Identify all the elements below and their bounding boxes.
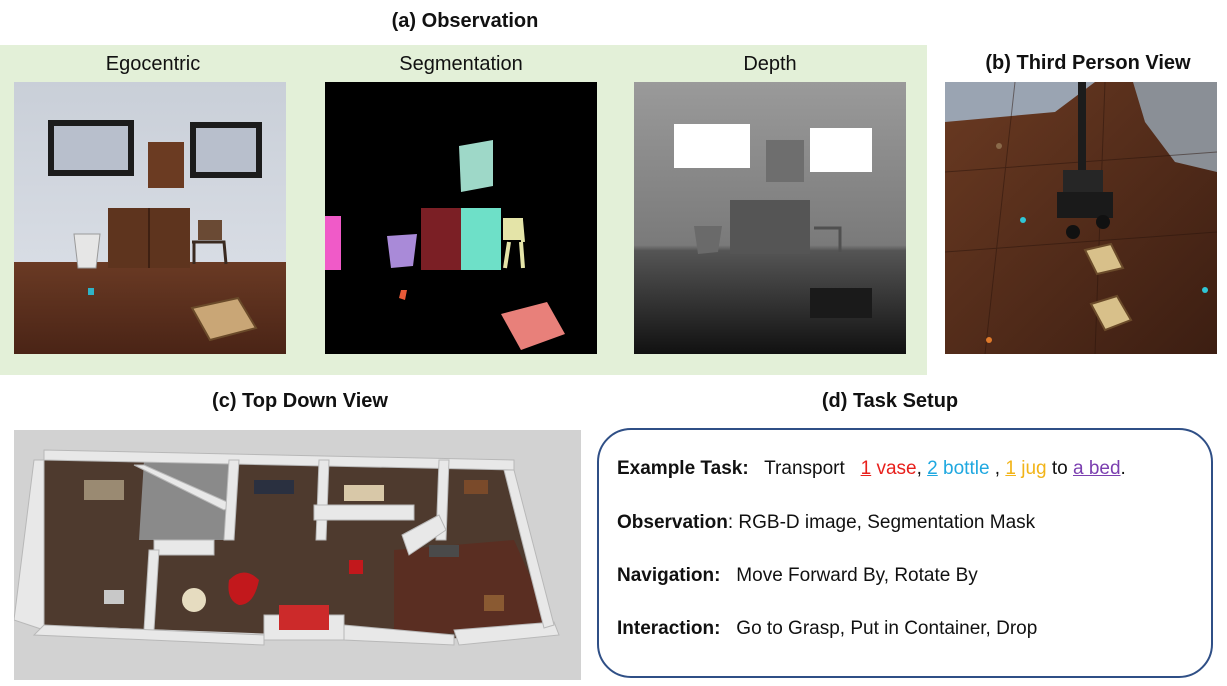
interaction-text: Go to Grasp, Put in Container, Drop bbox=[736, 618, 1038, 639]
bottle-word: bottle bbox=[943, 458, 990, 479]
interaction-line: Interaction: Go to Grasp, Put in Contain… bbox=[617, 618, 1037, 640]
end-period: . bbox=[1120, 458, 1126, 479]
to-word: to bbox=[1051, 458, 1068, 479]
segmentation-image bbox=[325, 82, 597, 354]
third-person-title: (b) Third Person View bbox=[985, 52, 1191, 74]
navigation-text: Move Forward By, Rotate By bbox=[736, 565, 978, 586]
egocentric-image bbox=[14, 82, 286, 354]
interaction-label: Interaction: bbox=[617, 618, 721, 639]
bottle-count: 2 bbox=[927, 458, 938, 479]
task-setup-title: (d) Task Setup bbox=[821, 390, 959, 412]
segmentation-label: Segmentation bbox=[399, 53, 523, 75]
jug-word: jug bbox=[1021, 458, 1047, 479]
top-down-image bbox=[14, 430, 581, 680]
observation-line: Observation: RGB-D image, Segmentation M… bbox=[617, 512, 1035, 534]
task-setup-box: Example Task: Transport 1 vase, 2 bottle… bbox=[597, 428, 1213, 678]
navigation-label: Navigation: bbox=[617, 565, 721, 586]
navigation-line: Navigation: Move Forward By, Rotate By bbox=[617, 565, 978, 587]
observation-title: (a) Observation bbox=[391, 10, 539, 32]
egocentric-label: Egocentric bbox=[105, 53, 201, 75]
third-person-image bbox=[945, 82, 1217, 354]
observation-label: Observation bbox=[617, 512, 728, 533]
vase-word: vase bbox=[876, 458, 917, 479]
observation-text: : RGB-D image, Segmentation Mask bbox=[727, 512, 1036, 533]
task-verb: Transport bbox=[764, 458, 845, 479]
example-task-line: Example Task: Transport 1 vase, 2 bottle… bbox=[617, 458, 1126, 480]
sep-2: , bbox=[994, 458, 1001, 479]
vase-count: 1 bbox=[860, 458, 872, 479]
depth-label: Depth bbox=[743, 53, 797, 75]
bed-target: a bed bbox=[1073, 458, 1121, 479]
top-down-title: (c) Top Down View bbox=[212, 390, 388, 412]
jug-count: 1 bbox=[1005, 458, 1016, 479]
example-task-label: Example Task: bbox=[617, 458, 749, 479]
depth-image bbox=[634, 82, 906, 354]
sep-1: , bbox=[916, 458, 922, 479]
